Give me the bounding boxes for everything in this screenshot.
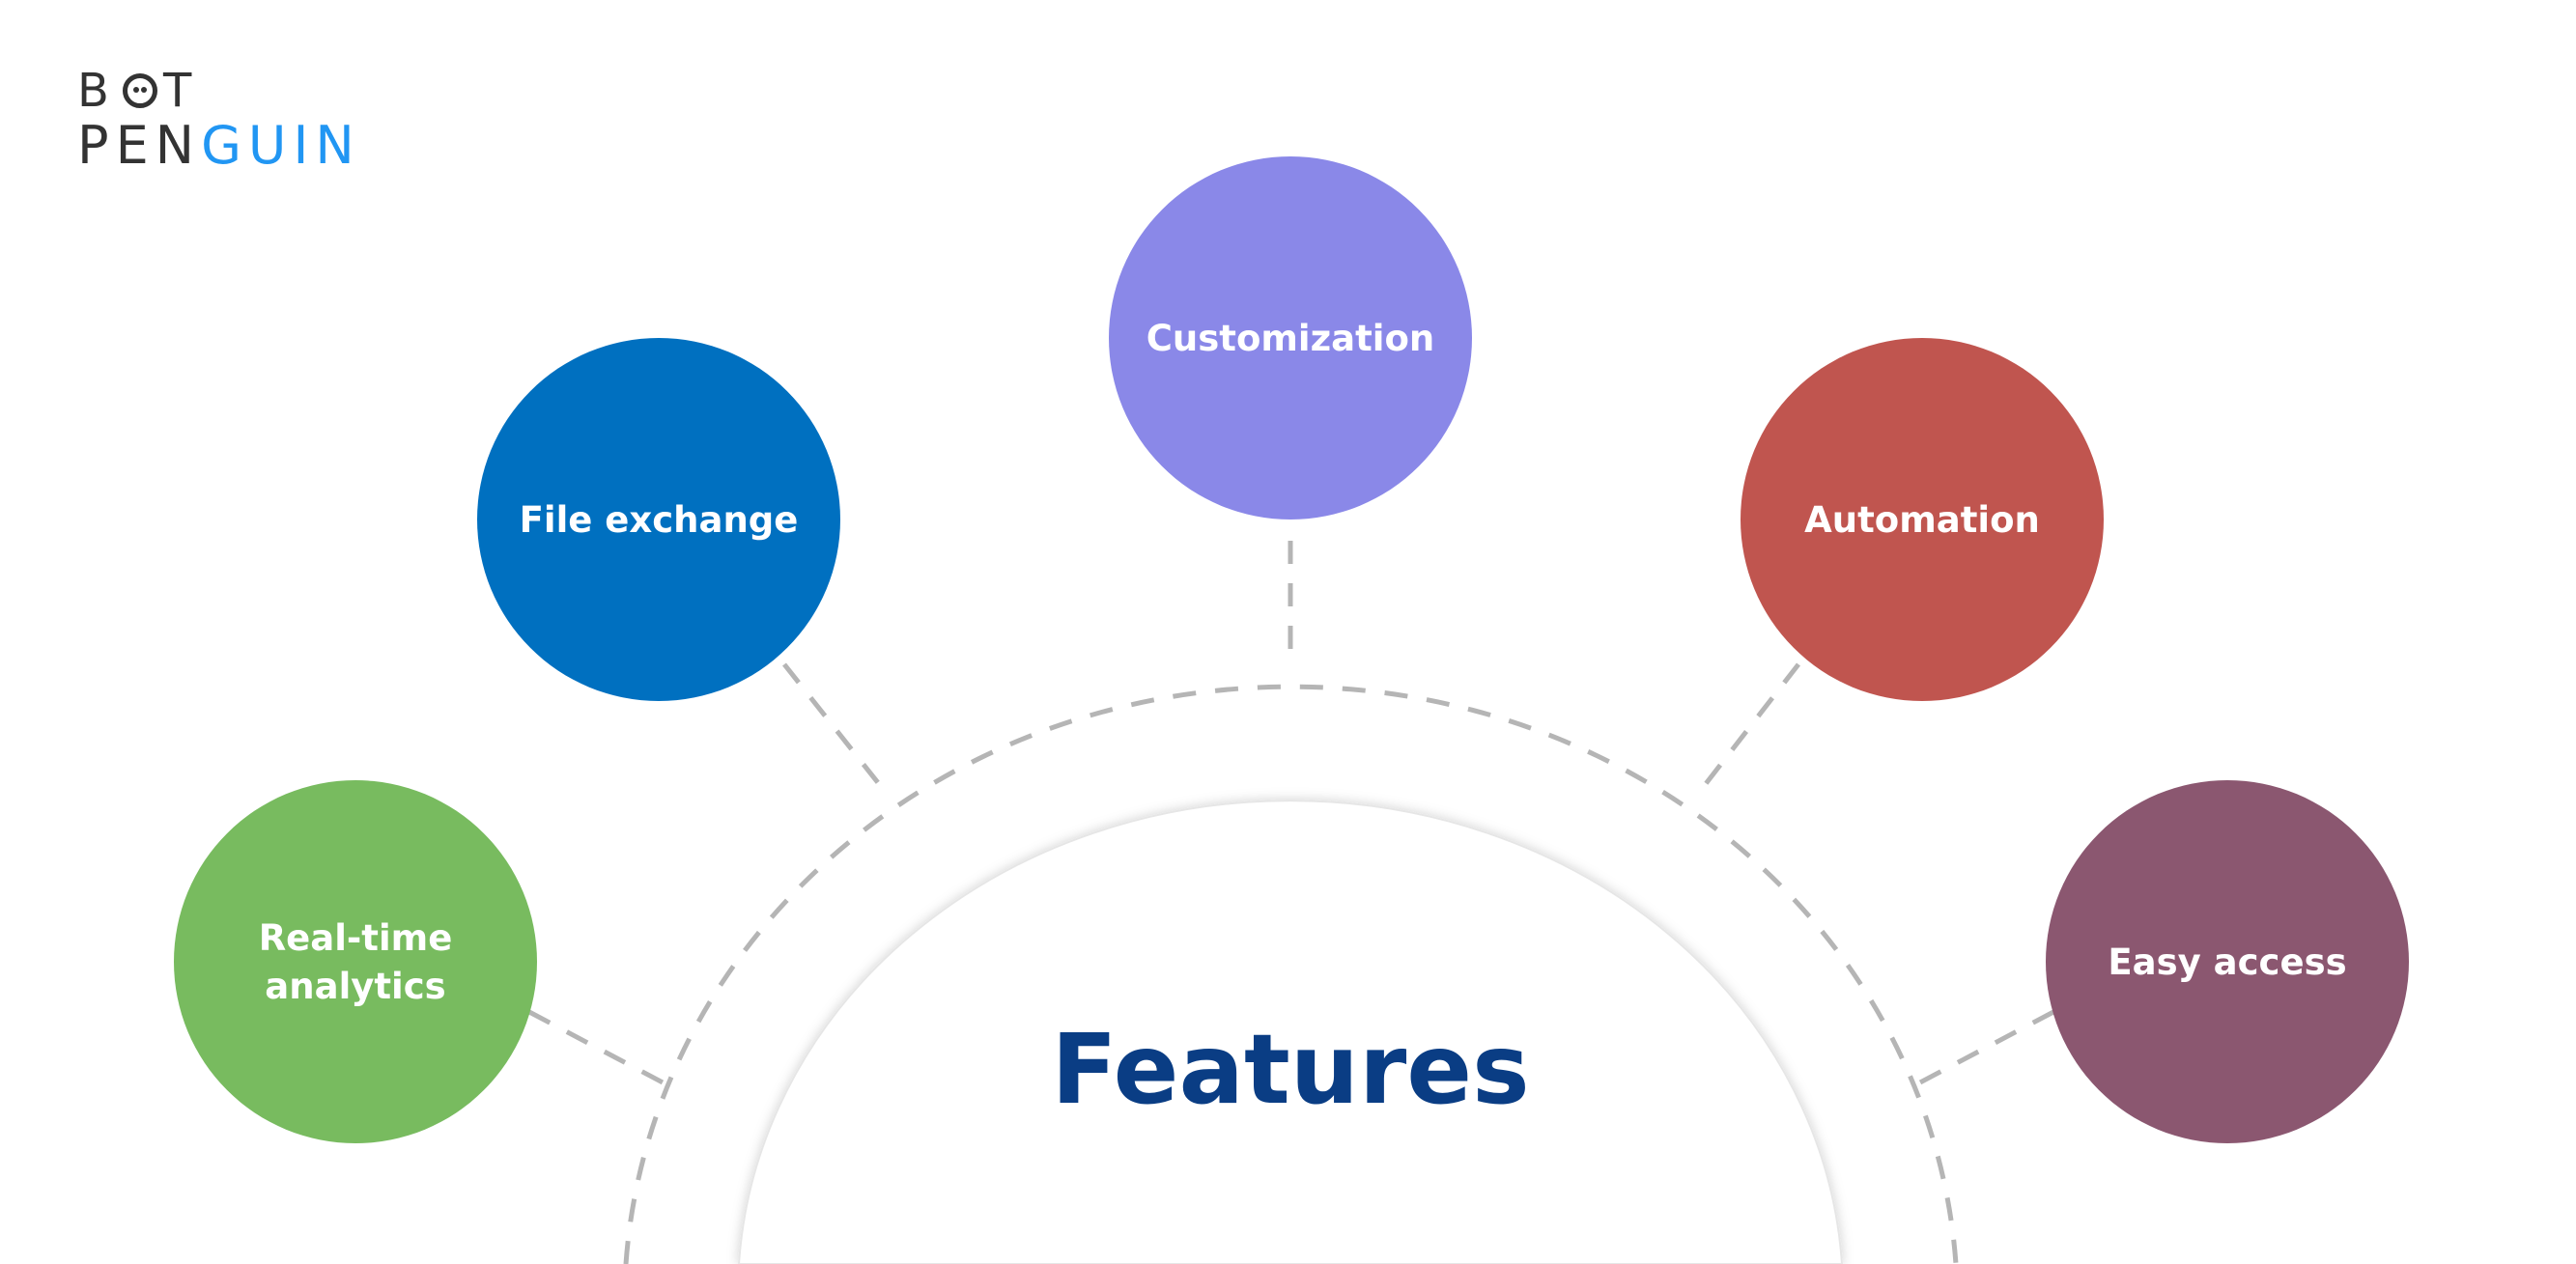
feature-label-easy-access: Easy access <box>2108 941 2346 983</box>
feature-label-real-time-analytics-line-2: analytics <box>265 966 445 1007</box>
logo-line-2: PENGUIN <box>77 120 361 172</box>
feature-circle-automation <box>1741 338 2104 701</box>
penguin-face-icon <box>122 73 157 108</box>
feature-circle-file-exchange <box>477 338 840 701</box>
logo-letter-t: T <box>162 64 200 118</box>
feature-label-real-time-analytics-line-1: Real-time <box>259 917 453 959</box>
feature-node-easy-access: Easy access <box>2046 780 2409 1143</box>
connector-file-exchange <box>782 662 889 796</box>
feature-node-real-time-analytics: Real-time analytics <box>174 780 537 1143</box>
feature-node-automation: Automation <box>1741 338 2104 701</box>
feature-node-file-exchange: File exchange <box>477 338 840 701</box>
logo-letter-b: B <box>77 64 117 118</box>
feature-label-automation: Automation <box>1804 499 2040 541</box>
center-title: Features <box>1051 1013 1529 1126</box>
logo-text-pen: PEN <box>77 115 202 176</box>
connector-easy-access <box>1916 1009 2055 1086</box>
feature-circle-easy-access <box>2046 780 2409 1143</box>
outer-dashed-arc <box>623 684 1959 1264</box>
connector-real-time-analytics <box>527 1009 666 1086</box>
feature-circle-customization <box>1109 156 1472 520</box>
connector-lines <box>527 541 2055 1086</box>
feature-node-customization: Customization <box>1109 156 1472 520</box>
feature-nodes: Real-time analytics File exchange Customiza… <box>174 156 2409 1143</box>
feature-label-file-exchange: File exchange <box>520 499 799 541</box>
logo-text-guin: GUIN <box>201 115 361 176</box>
feature-circle-real-time-analytics <box>174 780 537 1143</box>
center-half-circle <box>737 800 1844 1264</box>
connector-automation <box>1696 662 1800 796</box>
feature-label-customization: Customization <box>1146 318 1435 359</box>
